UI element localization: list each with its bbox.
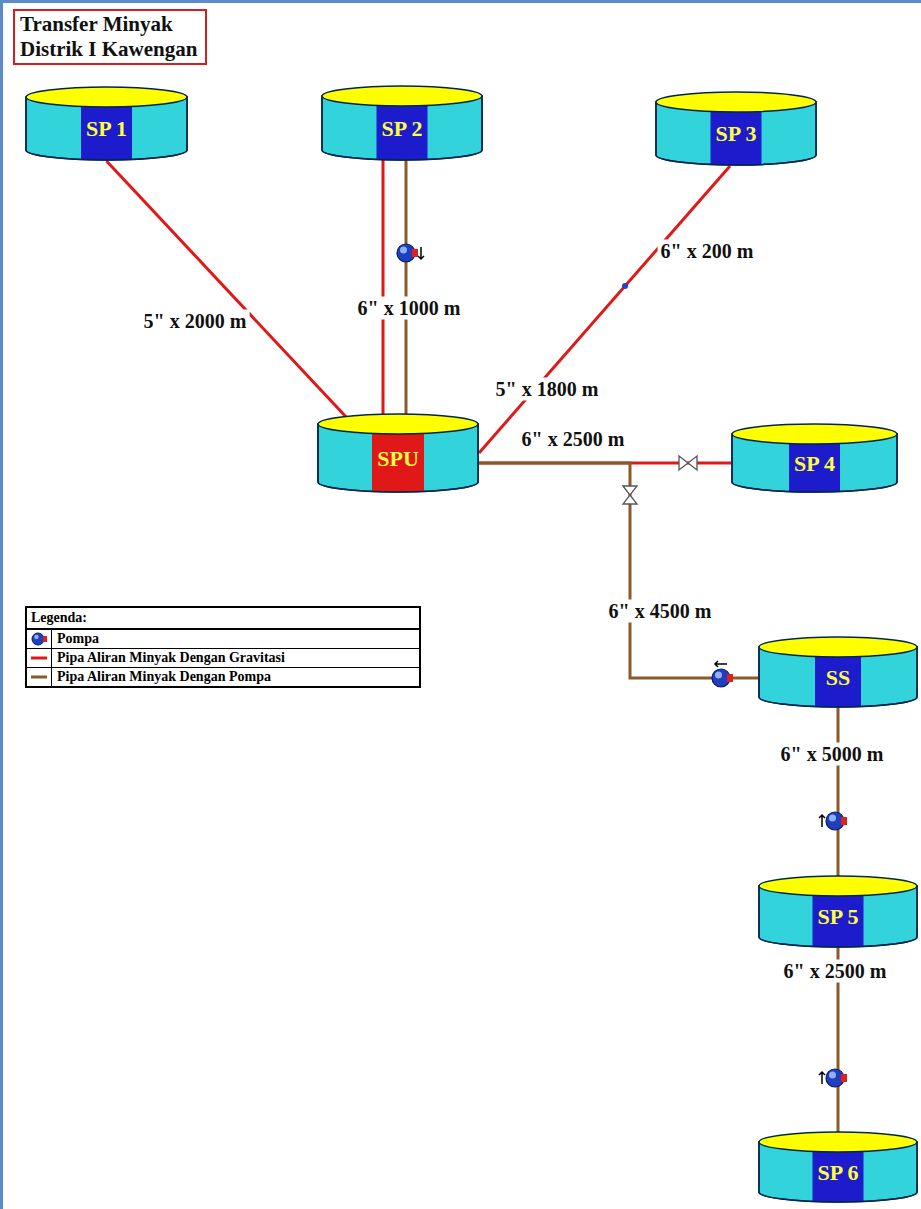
pipe-size-label: 5" x 1800 m (493, 378, 602, 401)
pump-icon-outlet (43, 636, 47, 642)
pipe-line (382, 158, 385, 416)
legend-box: Legenda:PompaPipa Aliran Minyak Dengan G… (25, 606, 421, 688)
tank-top (759, 637, 917, 657)
storage-tank: SP 3 (655, 91, 817, 166)
tank-label-area: SP 5 (758, 886, 918, 948)
storage-tank: SS (758, 636, 918, 708)
legend-sample-cell (27, 630, 52, 648)
storage-tank: SP 1 (25, 86, 188, 161)
title-text: Transfer Minyak Distrik I Kawengan (13, 9, 207, 65)
tank-top (759, 1132, 917, 1152)
storage-tank: SP 6 (758, 1131, 918, 1203)
pump-symbol (712, 661, 733, 687)
tank-label-area: SPU (317, 424, 479, 493)
tank-label-area: SP 3 (655, 102, 817, 166)
legend-row: Pompa (27, 630, 419, 648)
tank-label-area: SP 6 (758, 1142, 918, 1203)
legend-row: Pipa Aliran Minyak Dengan Pompa (27, 667, 419, 686)
tank-name: SP 5 (818, 904, 859, 930)
tank-top (656, 92, 816, 112)
tank-name: SS (826, 665, 850, 691)
pump-symbol (397, 244, 424, 262)
storage-tank: SP 4 (731, 423, 898, 493)
legend-heading: Legenda: (27, 608, 419, 630)
legend-sample (29, 669, 49, 685)
pump-symbol (819, 812, 847, 830)
pipe-size-label: 6" x 4500 m (606, 600, 715, 623)
pump-icon (32, 633, 44, 645)
pipe-size-label: 6" x 5000 m (778, 743, 887, 766)
tank-name: SP 3 (716, 121, 757, 147)
tank-label-area: SP 2 (321, 96, 483, 161)
tank-name: SPU (377, 446, 419, 472)
pipe-line (479, 463, 758, 678)
tank-label-area: SP 1 (25, 97, 188, 161)
legend-sample-cell (27, 649, 52, 667)
tank-top (732, 424, 897, 444)
legend-sample (29, 650, 49, 666)
tank-name: SP 2 (382, 116, 423, 142)
valve-symbol (623, 486, 637, 504)
tank-name: SP 6 (818, 1160, 859, 1186)
pipe-line (405, 158, 408, 416)
pipe-size-label: 6" x 2500 m (519, 428, 628, 451)
tank-label-area: SP 4 (731, 434, 898, 493)
storage-tank: SPU (317, 413, 479, 493)
pipe-size-label: 6" x 1000 m (355, 297, 464, 320)
pipe-size-label: 6" x 200 m (658, 240, 757, 263)
legend-text: Pipa Aliran Minyak Dengan Gravitasi (52, 649, 290, 667)
legend-sample-cell (27, 668, 52, 686)
legend-text: Pompa (52, 630, 104, 648)
tank-top (318, 414, 478, 434)
pipe-line (837, 708, 840, 879)
tank-top (26, 87, 187, 107)
pipe-line (479, 166, 730, 453)
pump-icon-shine (34, 635, 38, 639)
pipe-size-label: 5" x 2000 m (141, 310, 250, 333)
tank-top (322, 86, 482, 106)
pipe-joint (622, 283, 628, 289)
pipe-size-label: 6" x 2500 m (781, 960, 890, 983)
legend-row: Pipa Aliran Minyak Dengan Gravitasi (27, 648, 419, 667)
tank-name: SP 1 (86, 116, 127, 142)
pipe-sample (31, 676, 47, 679)
pipe-sample (31, 657, 47, 660)
storage-tank: SP 2 (321, 85, 483, 161)
pipe-line (107, 161, 349, 419)
legend-sample (29, 631, 49, 647)
pump-symbol (819, 1069, 847, 1087)
legend-text: Pipa Aliran Minyak Dengan Pompa (52, 668, 276, 686)
tank-top (759, 876, 917, 896)
tank-label-area: SS (758, 647, 918, 708)
storage-tank: SP 5 (758, 875, 918, 948)
tank-name: SP 4 (794, 451, 835, 477)
valve-symbol (679, 456, 697, 470)
